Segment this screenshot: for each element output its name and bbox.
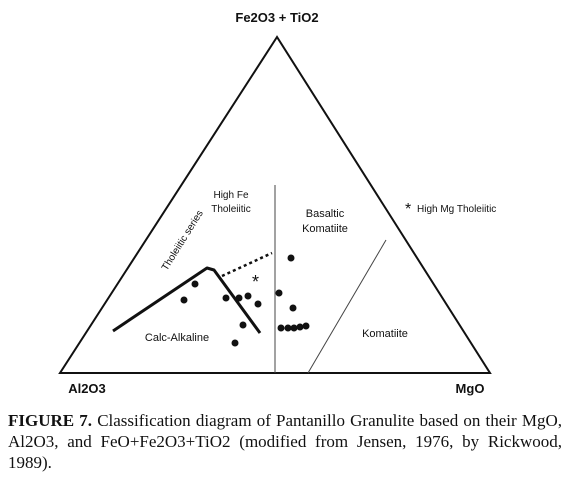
- sample-point: [239, 321, 247, 329]
- sample-points: [180, 254, 310, 347]
- caption-label: FIGURE 7.: [8, 411, 93, 430]
- label-komatiite: Komatiite: [362, 328, 408, 340]
- sample-point: [284, 324, 292, 332]
- label-high-fe-2: Tholeiitic: [211, 204, 250, 215]
- label-tholeiitic-series: Tholeiitic series: [160, 209, 206, 273]
- field-boundary-komatiite: [307, 239, 387, 374]
- figure-caption: FIGURE 7. Classification diagram of Pant…: [8, 410, 562, 473]
- sample-point: [296, 323, 304, 331]
- apex-label-left: Al2O3: [68, 381, 106, 396]
- sample-star: *: [252, 272, 259, 292]
- sample-point: [287, 254, 295, 262]
- ternary-diagram: Fe2O3 + TiO2 Al2O3 MgO Tholeiitic series…: [58, 10, 496, 396]
- dotted-boundary: [221, 251, 273, 278]
- sample-point: [290, 324, 298, 332]
- caption-text: Classification diagram of Pantanillo Gra…: [8, 411, 562, 472]
- sample-point: [275, 289, 283, 297]
- label-high-fe-1: High Fe: [213, 190, 248, 201]
- sample-point: [222, 294, 230, 302]
- sample-point: [191, 280, 199, 288]
- calc-alkaline-boundary: [112, 266, 262, 334]
- apex-label-right: MgO: [456, 381, 485, 396]
- sample-point: [235, 294, 243, 302]
- sample-point: [277, 324, 285, 332]
- label-basaltic-2: Komatiite: [302, 223, 348, 235]
- label-basaltic-1: Basaltic: [306, 208, 345, 220]
- sample-point: [244, 292, 252, 300]
- label-high-mg: High Mg Tholeiitic: [417, 204, 496, 215]
- label-calc-alkaline: Calc-Alkaline: [145, 332, 209, 344]
- high-mg-symbol: *: [405, 201, 411, 218]
- sample-point: [180, 296, 188, 304]
- sample-point: [302, 322, 310, 330]
- sample-point: [254, 300, 262, 308]
- apex-label-top: Fe2O3 + TiO2: [235, 10, 318, 25]
- sample-point: [231, 339, 239, 347]
- sample-point: [289, 304, 297, 312]
